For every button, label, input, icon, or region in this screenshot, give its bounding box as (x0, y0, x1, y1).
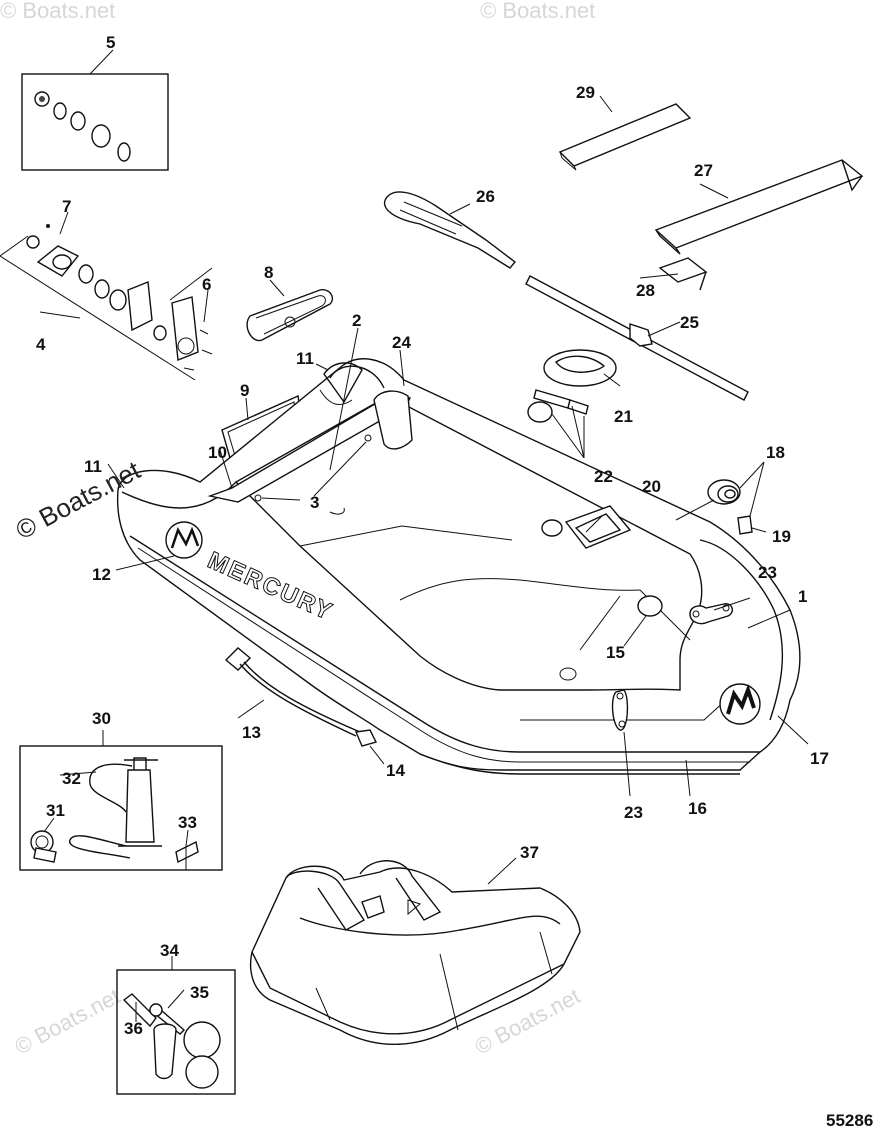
callout-9: 9 (240, 381, 249, 400)
callout-numbers: 1 2 3 4 5 6 7 8 9 10 11 11 12 13 14 15 1… (36, 33, 829, 1038)
oarlock-parts-22 (527, 389, 589, 459)
callout-17: 17 (810, 749, 829, 768)
callout-28: 28 (636, 281, 655, 300)
pump-kit-box-30 (19, 730, 223, 871)
callout-35: 35 (190, 983, 209, 1002)
callout-7: 7 (62, 197, 71, 216)
callout-37: 37 (520, 843, 539, 862)
callout-3a: 3 (310, 493, 319, 512)
callout-33: 33 (178, 813, 197, 832)
callout-25: 25 (680, 313, 699, 332)
callout-29: 29 (576, 83, 595, 102)
callout-16: 16 (688, 799, 707, 818)
callout-19: 19 (772, 527, 791, 546)
watermark-bottom-left: © Boats.net (11, 983, 125, 1059)
oar-shaft-25 (525, 275, 749, 401)
callout-5: 5 (106, 33, 115, 52)
oar-blade-26 (383, 191, 517, 269)
storage-bag-37 (249, 860, 581, 1046)
watermark-top-center: © Boats.net (480, 0, 595, 23)
callout-32: 32 (62, 769, 81, 788)
leader-lines (39, 49, 809, 1022)
callout-26: 26 (476, 187, 495, 206)
callout-34: 34 (160, 941, 179, 960)
valve-assembly-4 (0, 224, 213, 381)
callout-4: 4 (36, 335, 46, 354)
callout-2: 2 (352, 311, 361, 330)
callout-15: 15 (606, 643, 625, 662)
callout-36: 36 (124, 1019, 143, 1038)
inflatable-boat-hull: MERCURY (116, 358, 801, 775)
callout-11a: 11 (296, 349, 314, 368)
inflation-valve-18 (707, 461, 765, 535)
storage-pouch-8 (246, 289, 334, 342)
callout-11b: 11 (84, 457, 102, 476)
callout-22: 22 (594, 467, 613, 486)
bracket-28 (658, 257, 708, 291)
callout-8: 8 (264, 263, 273, 282)
callout-30: 30 (92, 709, 111, 728)
callout-21: 21 (614, 407, 633, 426)
callout-6: 6 (202, 275, 211, 294)
callout-23a: 23 (758, 563, 777, 582)
callout-31: 31 (46, 801, 65, 820)
callout-14: 14 (386, 761, 405, 780)
callout-27: 27 (694, 161, 713, 180)
callout-23b: 23 (624, 803, 643, 822)
callout-12: 12 (92, 565, 111, 584)
callout-10: 10 (208, 443, 227, 462)
callout-20: 20 (642, 477, 661, 496)
seat-27 (654, 159, 864, 255)
repair-kit-box-34 (116, 956, 236, 1095)
seat-strip-29 (558, 103, 692, 171)
callout-18: 18 (766, 443, 785, 462)
figure-number: 55286 (826, 1111, 873, 1130)
oarlock-21 (543, 349, 617, 387)
callout-13: 13 (242, 723, 261, 742)
callout-24: 24 (392, 333, 411, 352)
valve-seal-kit-box (21, 73, 169, 171)
callout-1: 1 (798, 587, 807, 606)
bow-line-13 (224, 647, 378, 747)
watermark-top-left: © Boats.net (0, 0, 115, 23)
